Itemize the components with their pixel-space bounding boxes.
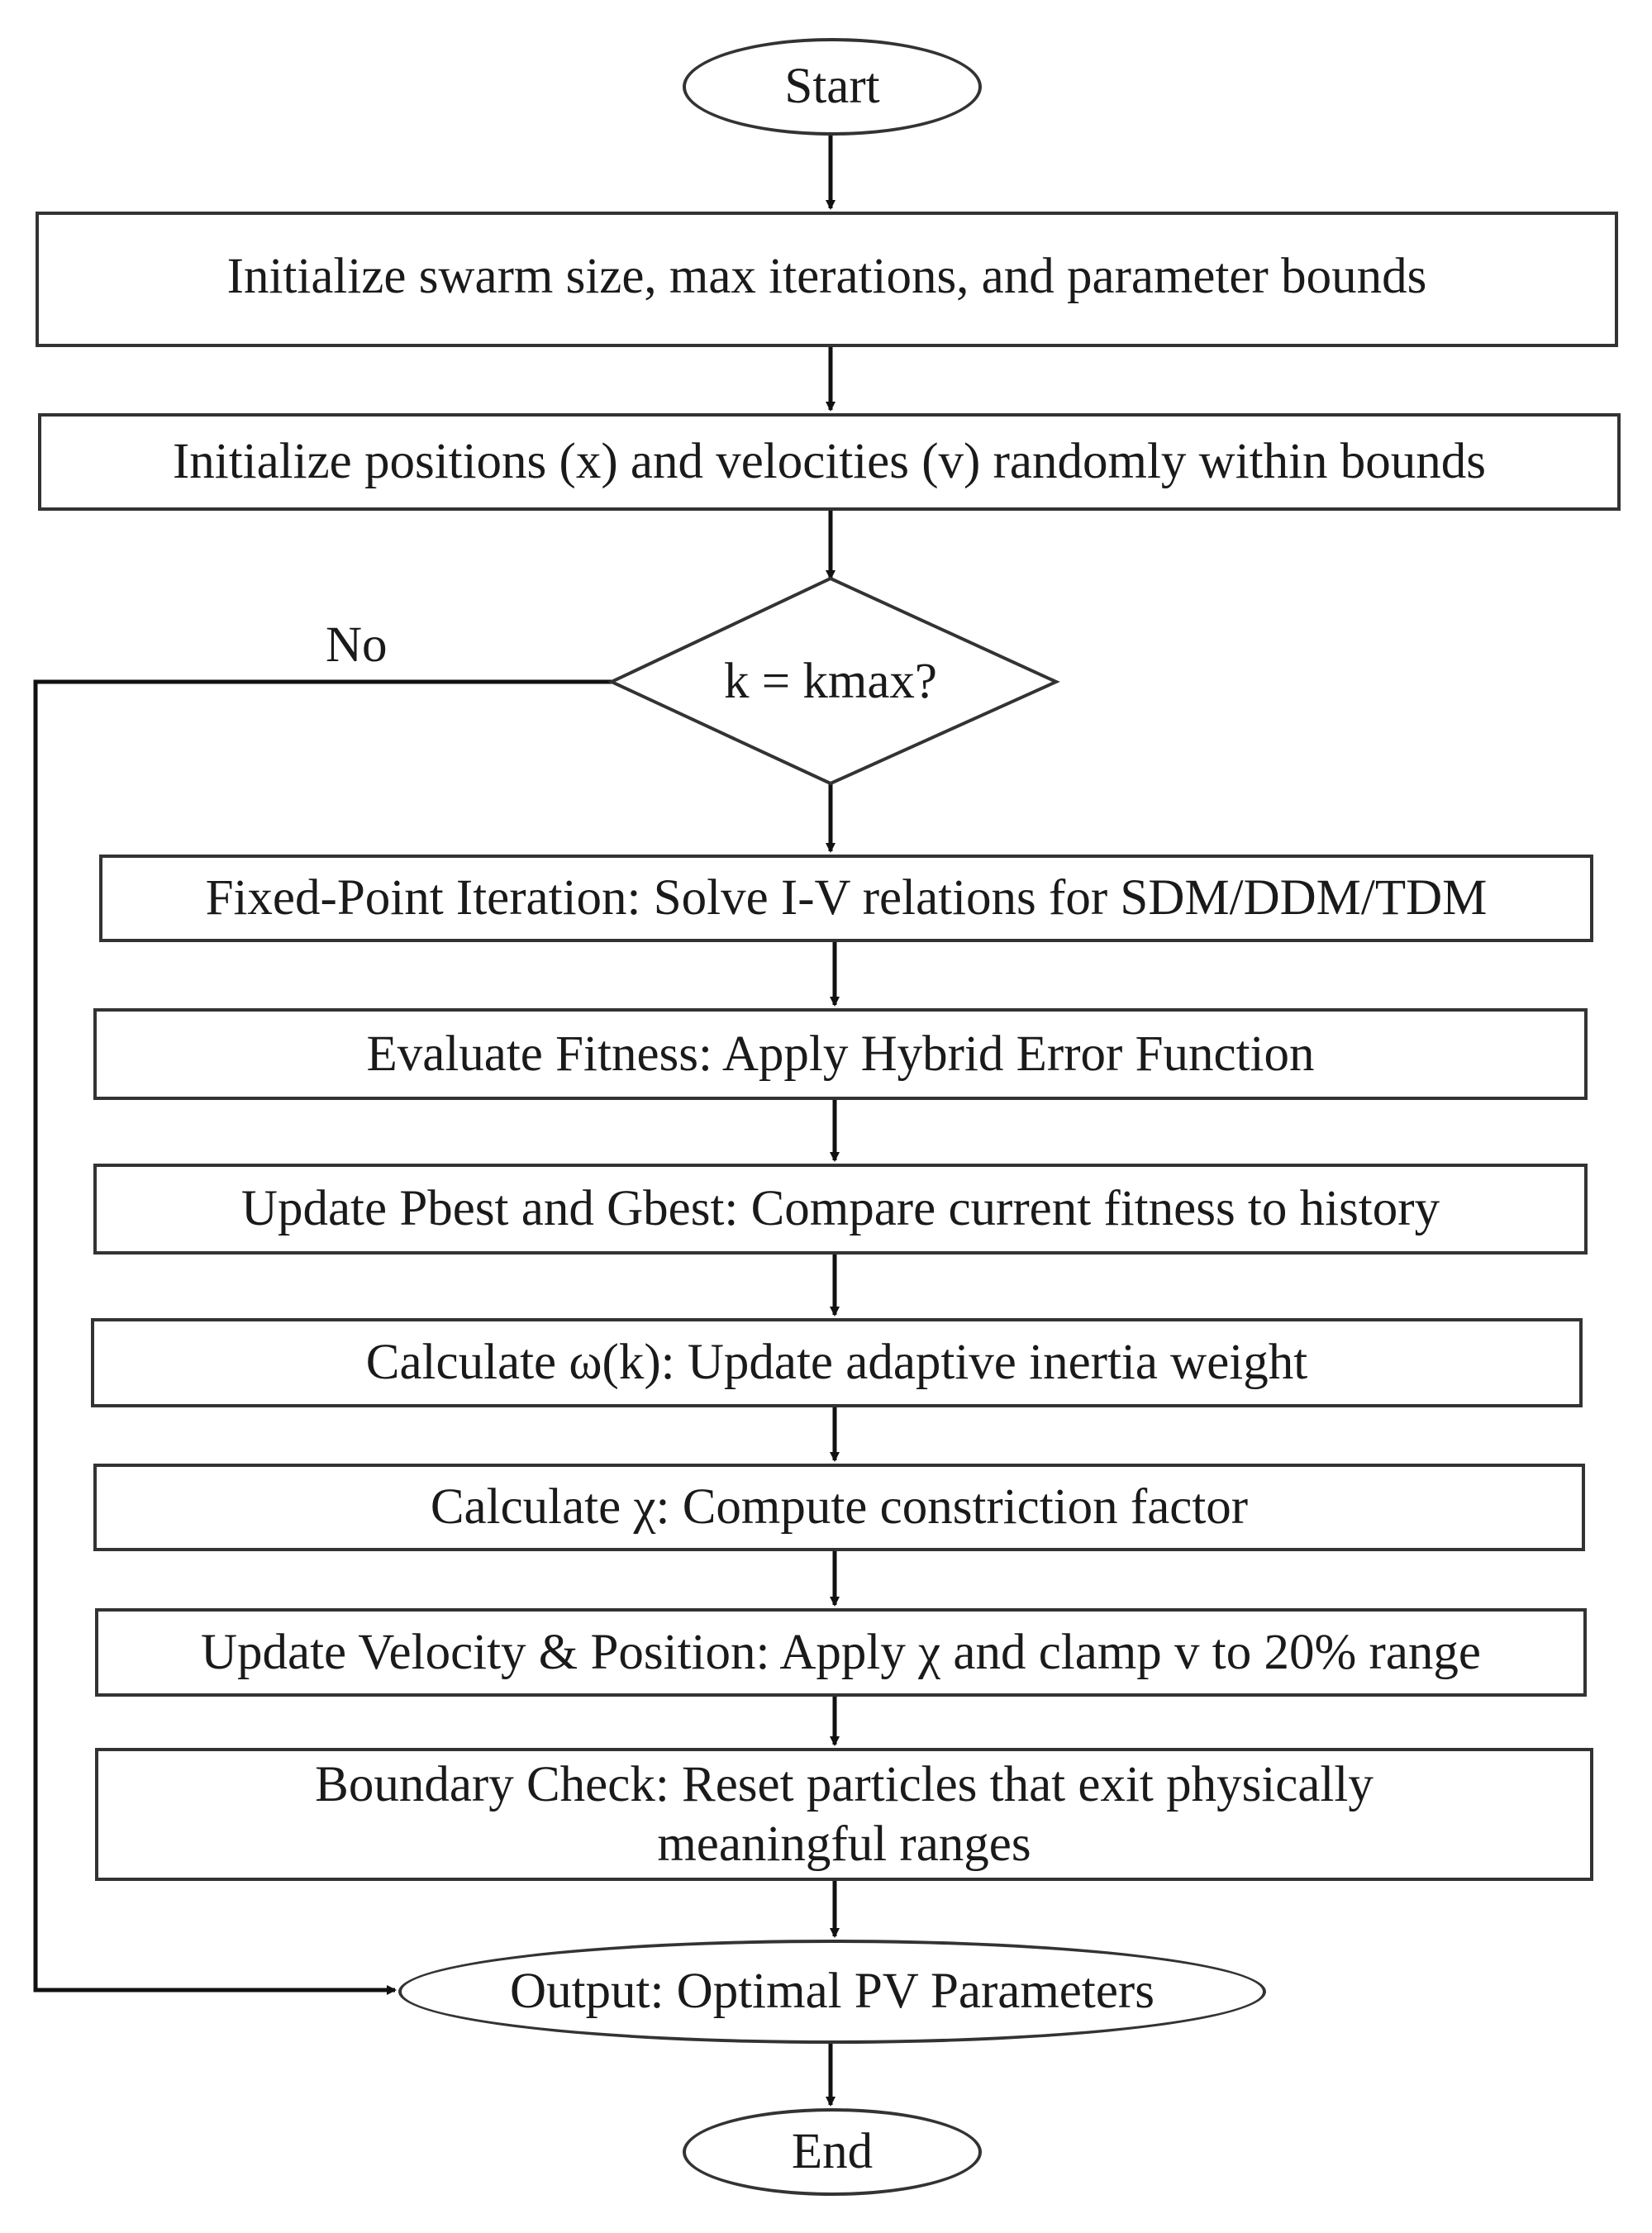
decision-label-box: k = kmax?: [694, 645, 967, 719]
decision-no-label: No: [326, 617, 388, 673]
boundary-check-step: Boundary Check: Reset particles that exi…: [95, 1748, 1593, 1881]
calc-omega-step: Calculate ω(k): Update adaptive inertia …: [91, 1318, 1583, 1407]
decision-label: k = kmax?: [724, 654, 937, 710]
update-velocity-label: Update Velocity & Position: Apply χ and …: [200, 1624, 1482, 1680]
fixed-point-label: Fixed-Point Iteration: Solve I-V relatio…: [205, 870, 1488, 926]
calc-omega-label: Calculate ω(k): Update adaptive inertia …: [365, 1335, 1308, 1391]
output-terminal: Output: Optimal PV Parameters: [398, 1940, 1266, 2044]
evaluate-fitness-label: Evaluate Fitness: Apply Hybrid Error Fun…: [366, 1026, 1315, 1082]
fixed-point-step: Fixed-Point Iteration: Solve I-V relatio…: [99, 855, 1593, 942]
init-params-label: Initialize swarm size, max iterations, a…: [226, 249, 1427, 304]
update-best-step: Update Pbest and Gbest: Compare current …: [93, 1164, 1588, 1255]
decision-diamond: [607, 576, 1060, 786]
update-best-label: Update Pbest and Gbest: Compare current …: [240, 1181, 1440, 1237]
update-velocity-step: Update Velocity & Position: Apply χ and …: [95, 1608, 1587, 1697]
calc-chi-step: Calculate χ: Compute constriction factor: [93, 1464, 1585, 1551]
start-terminal: Start: [683, 38, 982, 136]
init-positions-step: Initialize positions (x) and velocities …: [38, 413, 1621, 511]
boundary-check-label: Boundary Check: Reset particles that exi…: [315, 1756, 1373, 1872]
end-label: End: [791, 2124, 874, 2180]
end-terminal: End: [683, 2108, 982, 2196]
arrow-decision-no-branch: [33, 679, 612, 1995]
init-positions-label: Initialize positions (x) and velocities …: [172, 434, 1487, 490]
start-label: Start: [784, 59, 880, 115]
calc-chi-label: Calculate χ: Compute constriction factor: [430, 1479, 1249, 1535]
evaluate-fitness-step: Evaluate Fitness: Apply Hybrid Error Fun…: [93, 1008, 1588, 1100]
init-params-step: Initialize swarm size, max iterations, a…: [36, 212, 1618, 347]
output-label: Output: Optimal PV Parameters: [510, 1964, 1154, 2020]
